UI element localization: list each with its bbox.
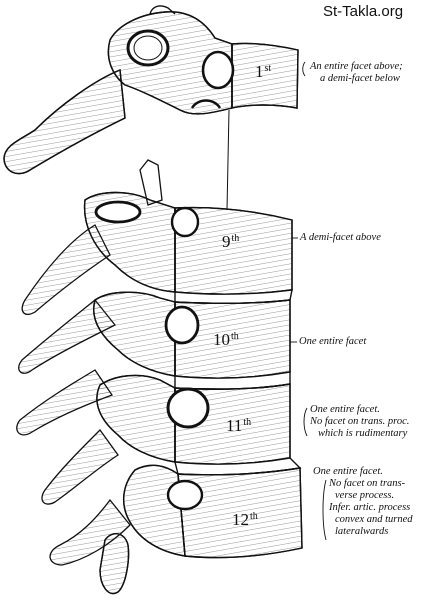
label-eleventh-vertebra: One entire facet. No facet on trans. pro… bbox=[310, 404, 410, 439]
vertebra-11-number: 11th bbox=[226, 416, 252, 435]
label-ninth-vertebra: A demi-facet above bbox=[300, 232, 381, 243]
label-first-vertebra: An entire facet above; a demi-facet belo… bbox=[310, 61, 403, 84]
label-twelfth-vertebra: One entire facet. No facet on trans- ver… bbox=[313, 466, 413, 537]
label-tenth-vertebra: One entire facet bbox=[299, 336, 367, 347]
vertebra-1-number: 1st bbox=[255, 62, 272, 81]
watermark: St-Takla.org bbox=[323, 3, 404, 20]
label-pointers bbox=[290, 61, 327, 541]
vertebra-12-number: 12th bbox=[232, 510, 258, 529]
spinous-processes bbox=[16, 159, 163, 566]
vertebra-9-number: 9th bbox=[222, 232, 240, 251]
first-thoracic-vertebra bbox=[3, 5, 299, 175]
lower-thoracic-vertebrae bbox=[83, 191, 303, 595]
vertebra-10-number: 10th bbox=[213, 330, 239, 349]
connector-line bbox=[226, 109, 230, 211]
